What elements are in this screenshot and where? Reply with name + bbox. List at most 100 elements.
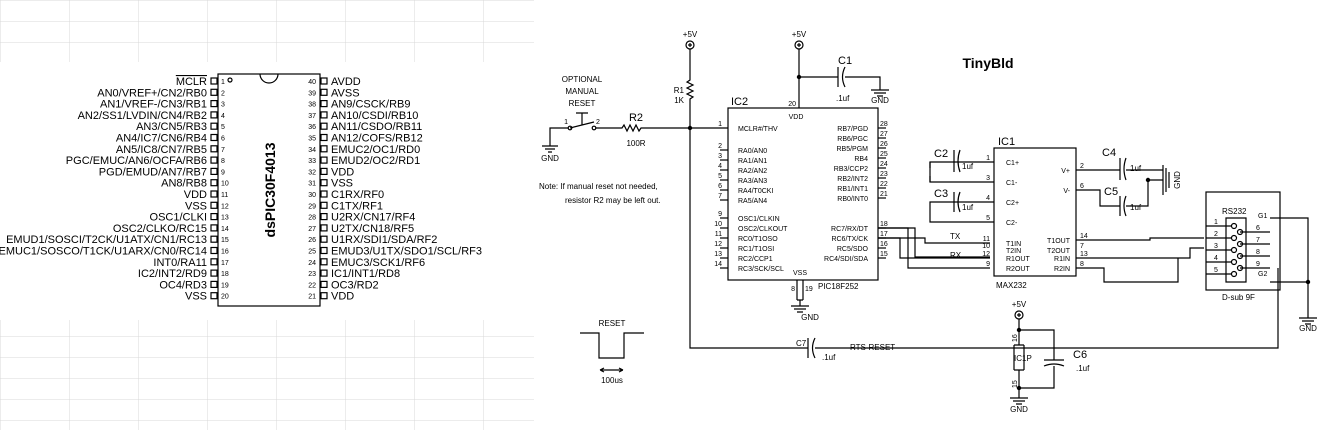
conn-pin <box>1236 240 1244 248</box>
pin-box <box>320 99 328 108</box>
pin-number: 25 <box>308 249 316 256</box>
gnd-symbol-c1 <box>871 89 889 97</box>
ic2-pin-label: RB7/PGD <box>837 126 868 133</box>
schematic-panel <box>534 0 1332 430</box>
pin-label: EMUC3/SCK1/RF6 <box>331 257 425 269</box>
pin-box <box>210 292 218 300</box>
ic1-pin-number: 12 <box>982 251 990 258</box>
c1-capacitor <box>799 66 881 90</box>
pin-box <box>320 269 328 277</box>
c7-ref: C7 <box>796 339 807 348</box>
pin-label: PGC/EMUC/AN6/OCFA/RB6 <box>66 155 207 167</box>
gnd-symbol-rs232 <box>1299 317 1317 325</box>
ic1-pin-label: R2IN <box>1054 266 1070 273</box>
pin-label: VSS <box>331 178 353 190</box>
ic2-pin-label: RB6/PGC <box>837 136 868 143</box>
pin-number: 9 <box>221 169 225 176</box>
ic2-pin-label: RC0/T1OSO <box>738 236 778 243</box>
c4-ref: C4 <box>1102 147 1116 159</box>
pin-box <box>320 77 328 85</box>
pin-label: C1TX/RF1 <box>331 200 383 212</box>
ic1-pin-number: 11 <box>983 236 990 243</box>
gnd-symbol-ic1p <box>1010 397 1028 405</box>
pin-label: VDD <box>331 166 354 178</box>
pin-label: AN0/VREF+/CN2/RB0 <box>97 87 207 99</box>
pin-label: AN8/RB8 <box>161 178 207 190</box>
ic2-pin-label: RA1/AN1 <box>738 158 767 165</box>
ic2-pin-label: RA3/AN3 <box>738 178 767 185</box>
pin-number: 26 <box>308 237 316 244</box>
ic2-pin-number: 27 <box>880 131 888 138</box>
pin-number: 20 <box>221 294 229 301</box>
pin-number: 11 <box>221 192 228 199</box>
ic1-pin-label: V+ <box>1061 168 1070 175</box>
pin-label: AN9/CSCK/RB9 <box>331 99 410 111</box>
pin-box <box>210 77 218 85</box>
pin-label: OSC2/CLKO/RC15 <box>113 223 207 235</box>
tinybld-schematic: TinyBld +5V R1 1K 1 OPTIONAL MANUAL RESE… <box>539 30 1317 414</box>
pin-box <box>320 235 328 243</box>
ic2-pin-label: RC3/SCK/SCL <box>738 266 784 273</box>
left-ic-panel <box>0 62 534 320</box>
ic1-pin-label: R2OUT <box>1006 266 1030 273</box>
pin-label: AN12/COFS/RB12 <box>331 133 423 145</box>
pin-label: AVDD <box>331 76 361 88</box>
ic1-pin-label: C1- <box>1006 180 1018 187</box>
dspic-body <box>217 73 321 307</box>
pin-box <box>210 179 218 187</box>
gnd-symbol-c4c5 <box>1162 165 1170 195</box>
rs232-g2: G2 <box>1258 271 1267 278</box>
ic2-pin-label: RB2/INT2 <box>837 176 868 183</box>
ic1p-pin16: 16 <box>1012 334 1019 342</box>
pin-box <box>210 280 218 288</box>
dspic-pins: 1MCLR2AN0/VREF+/CN2/RB03AN1/VREF-/CN3/RB… <box>0 76 482 303</box>
ic1-pin-label: T2IN <box>1006 248 1021 255</box>
ic2-pin-number: 7 <box>718 193 722 200</box>
pin-box <box>320 201 328 209</box>
c6-value: .1uf <box>1076 364 1090 373</box>
pin-label: AN1/VREF-/CN3/RB1 <box>100 99 207 111</box>
c4-value: 1uf <box>1130 164 1142 173</box>
conn-pin <box>1236 252 1244 260</box>
vcc-label: +5V <box>792 30 807 39</box>
ic2-pin-number: 26 <box>880 141 888 148</box>
r1in-wire <box>1076 247 1204 259</box>
gnd-label-switch: GND <box>541 154 559 163</box>
ic1-pin-label: V- <box>1063 188 1070 195</box>
ic1-pins: 1C1+3C1-4C2+5C2-11T1IN10T2IN12R1OUT9R2OU… <box>982 155 1088 273</box>
schematic-title: TinyBld <box>962 55 1013 71</box>
ic2-pin-number: 12 <box>714 241 722 248</box>
ic1-pin-number: 13 <box>1080 251 1088 258</box>
rs232-gnd-wire <box>1270 217 1309 318</box>
tx-net-label: TX <box>950 232 961 241</box>
pin-box <box>320 145 328 153</box>
rs232-dsub-shell <box>1225 217 1247 283</box>
ic2-vss-label: VSS <box>793 270 807 277</box>
pin-box <box>210 133 218 142</box>
pin-box <box>320 122 328 130</box>
ic2-pin-number: 24 <box>880 161 888 168</box>
pulse-width-arrow <box>599 367 624 373</box>
ic2-pin-number: 13 <box>714 251 722 258</box>
ic2-pin-label: RA5/AN4 <box>738 198 767 205</box>
c3-wire <box>929 201 994 223</box>
ic2-ref: IC2 <box>731 96 748 108</box>
ic2-pin-number: 4 <box>718 163 722 170</box>
ic2-pin-number: 6 <box>718 183 722 190</box>
r2-resistor <box>596 123 690 133</box>
c6-ref: C6 <box>1073 349 1087 361</box>
ic2-pin-label: RB1/INT1 <box>837 186 868 193</box>
pin-number: 12 <box>221 203 229 210</box>
pin-number: 31 <box>308 181 316 188</box>
ic2-pin-label: RC1/T1OSI <box>738 246 774 253</box>
pin-number: 40 <box>308 79 316 86</box>
ic2-pin-number: 2 <box>718 143 722 150</box>
pin-box <box>320 190 328 198</box>
conn-pin <box>1236 264 1244 272</box>
ic1-pin-number: 3 <box>986 175 990 182</box>
reset-pulse-width: 100us <box>601 376 623 385</box>
c2-ref: C2 <box>934 148 948 160</box>
ic1-pin-label: C2- <box>1006 220 1018 227</box>
ic1-pin-number: 14 <box>1080 233 1088 240</box>
pin-number: 24 <box>308 260 316 267</box>
